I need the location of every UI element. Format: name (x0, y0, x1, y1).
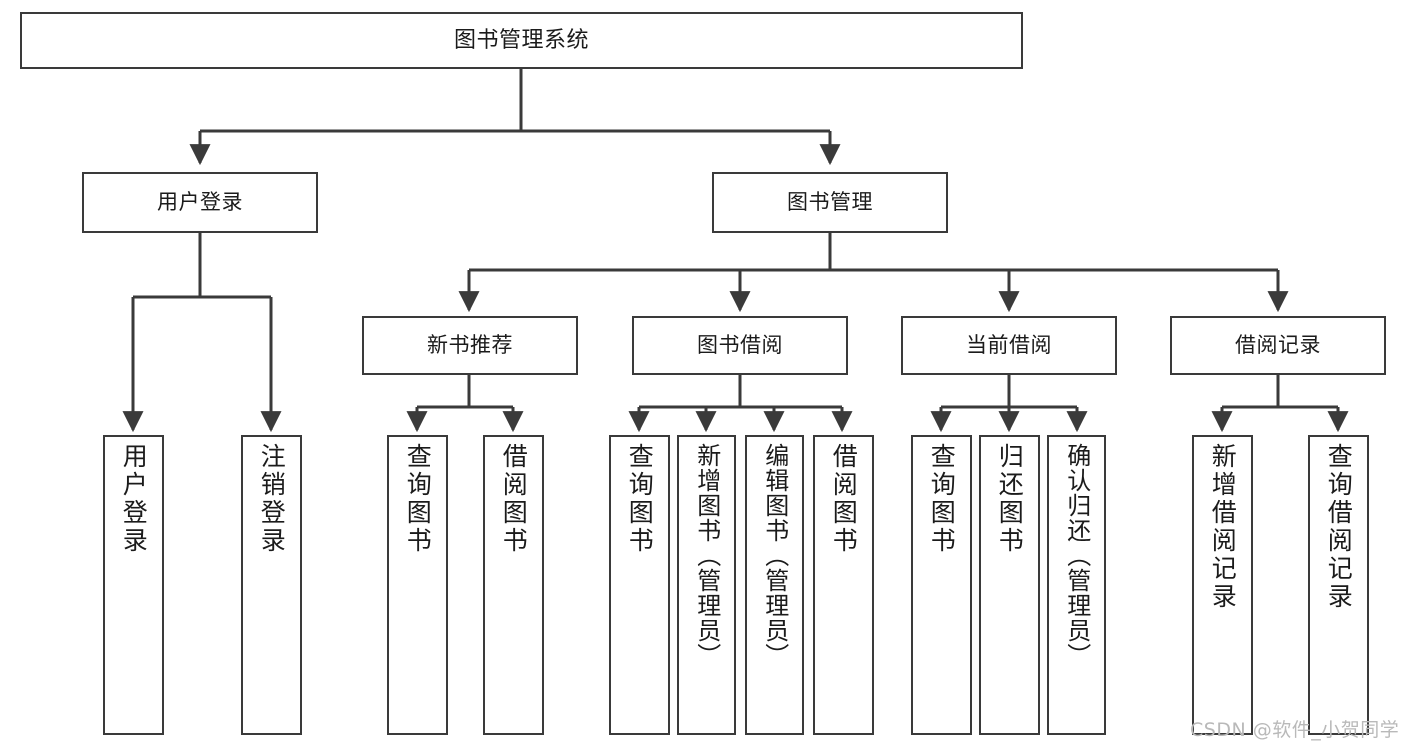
node-borrow-record[interactable]: 借阅记录 (1170, 316, 1386, 375)
leaf-query-borrow-record[interactable]: 查询借阅记录 (1308, 435, 1369, 735)
csdn-watermark: CSDN @软件_小贺同学 (1190, 719, 1400, 741)
leaf-add-book[interactable]: 新增图书（管理员） (677, 435, 736, 735)
node-label: 新增借阅记录 (1208, 443, 1238, 611)
leaf-edit-book[interactable]: 编辑图书（管理员） (745, 435, 804, 735)
node-root-book-management-system[interactable]: 图书管理系统 (20, 12, 1023, 69)
leaf-add-borrow-record[interactable]: 新增借阅记录 (1192, 435, 1253, 735)
leaf-query-book-current[interactable]: 查询图书 (911, 435, 972, 735)
leaf-return-book[interactable]: 归还图书 (979, 435, 1040, 735)
node-user-login[interactable]: 用户登录 (82, 172, 318, 233)
node-label: 图书借阅 (697, 333, 783, 358)
node-label: 图书管理 (787, 190, 873, 215)
node-label: 归还图书 (995, 443, 1025, 555)
node-label: 借阅图书 (499, 443, 529, 555)
node-label: 图书管理系统 (453, 27, 589, 53)
leaf-confirm-return[interactable]: 确认归还（管理员） (1047, 435, 1106, 735)
node-label: 编辑图书（管理员） (760, 443, 789, 668)
node-new-book-recommend[interactable]: 新书推荐 (362, 316, 578, 375)
leaf-borrow-book-recommend[interactable]: 借阅图书 (483, 435, 544, 735)
node-label: 新增图书（管理员） (692, 443, 721, 668)
node-label: 确认归还（管理员） (1062, 443, 1091, 668)
node-current-borrow[interactable]: 当前借阅 (901, 316, 1117, 375)
node-label: 注销登录 (257, 443, 287, 555)
leaf-query-book-borrow[interactable]: 查询图书 (609, 435, 670, 735)
node-label: 查询图书 (625, 443, 655, 555)
node-label: 当前借阅 (966, 333, 1052, 358)
leaf-query-book-recommend[interactable]: 查询图书 (387, 435, 448, 735)
node-label: 用户登录 (157, 190, 243, 215)
node-label: 用户登录 (119, 443, 149, 555)
node-label: 查询图书 (927, 443, 957, 555)
node-label: 借阅图书 (829, 443, 859, 555)
node-book-management[interactable]: 图书管理 (712, 172, 948, 233)
node-label: 借阅记录 (1235, 333, 1321, 358)
node-book-borrow[interactable]: 图书借阅 (632, 316, 848, 375)
leaf-logout[interactable]: 注销登录 (241, 435, 302, 735)
node-label: 查询图书 (403, 443, 433, 555)
node-label: 新书推荐 (427, 333, 513, 358)
node-label: 查询借阅记录 (1324, 443, 1354, 611)
leaf-borrow-book[interactable]: 借阅图书 (813, 435, 874, 735)
leaf-user-login[interactable]: 用户登录 (103, 435, 164, 735)
